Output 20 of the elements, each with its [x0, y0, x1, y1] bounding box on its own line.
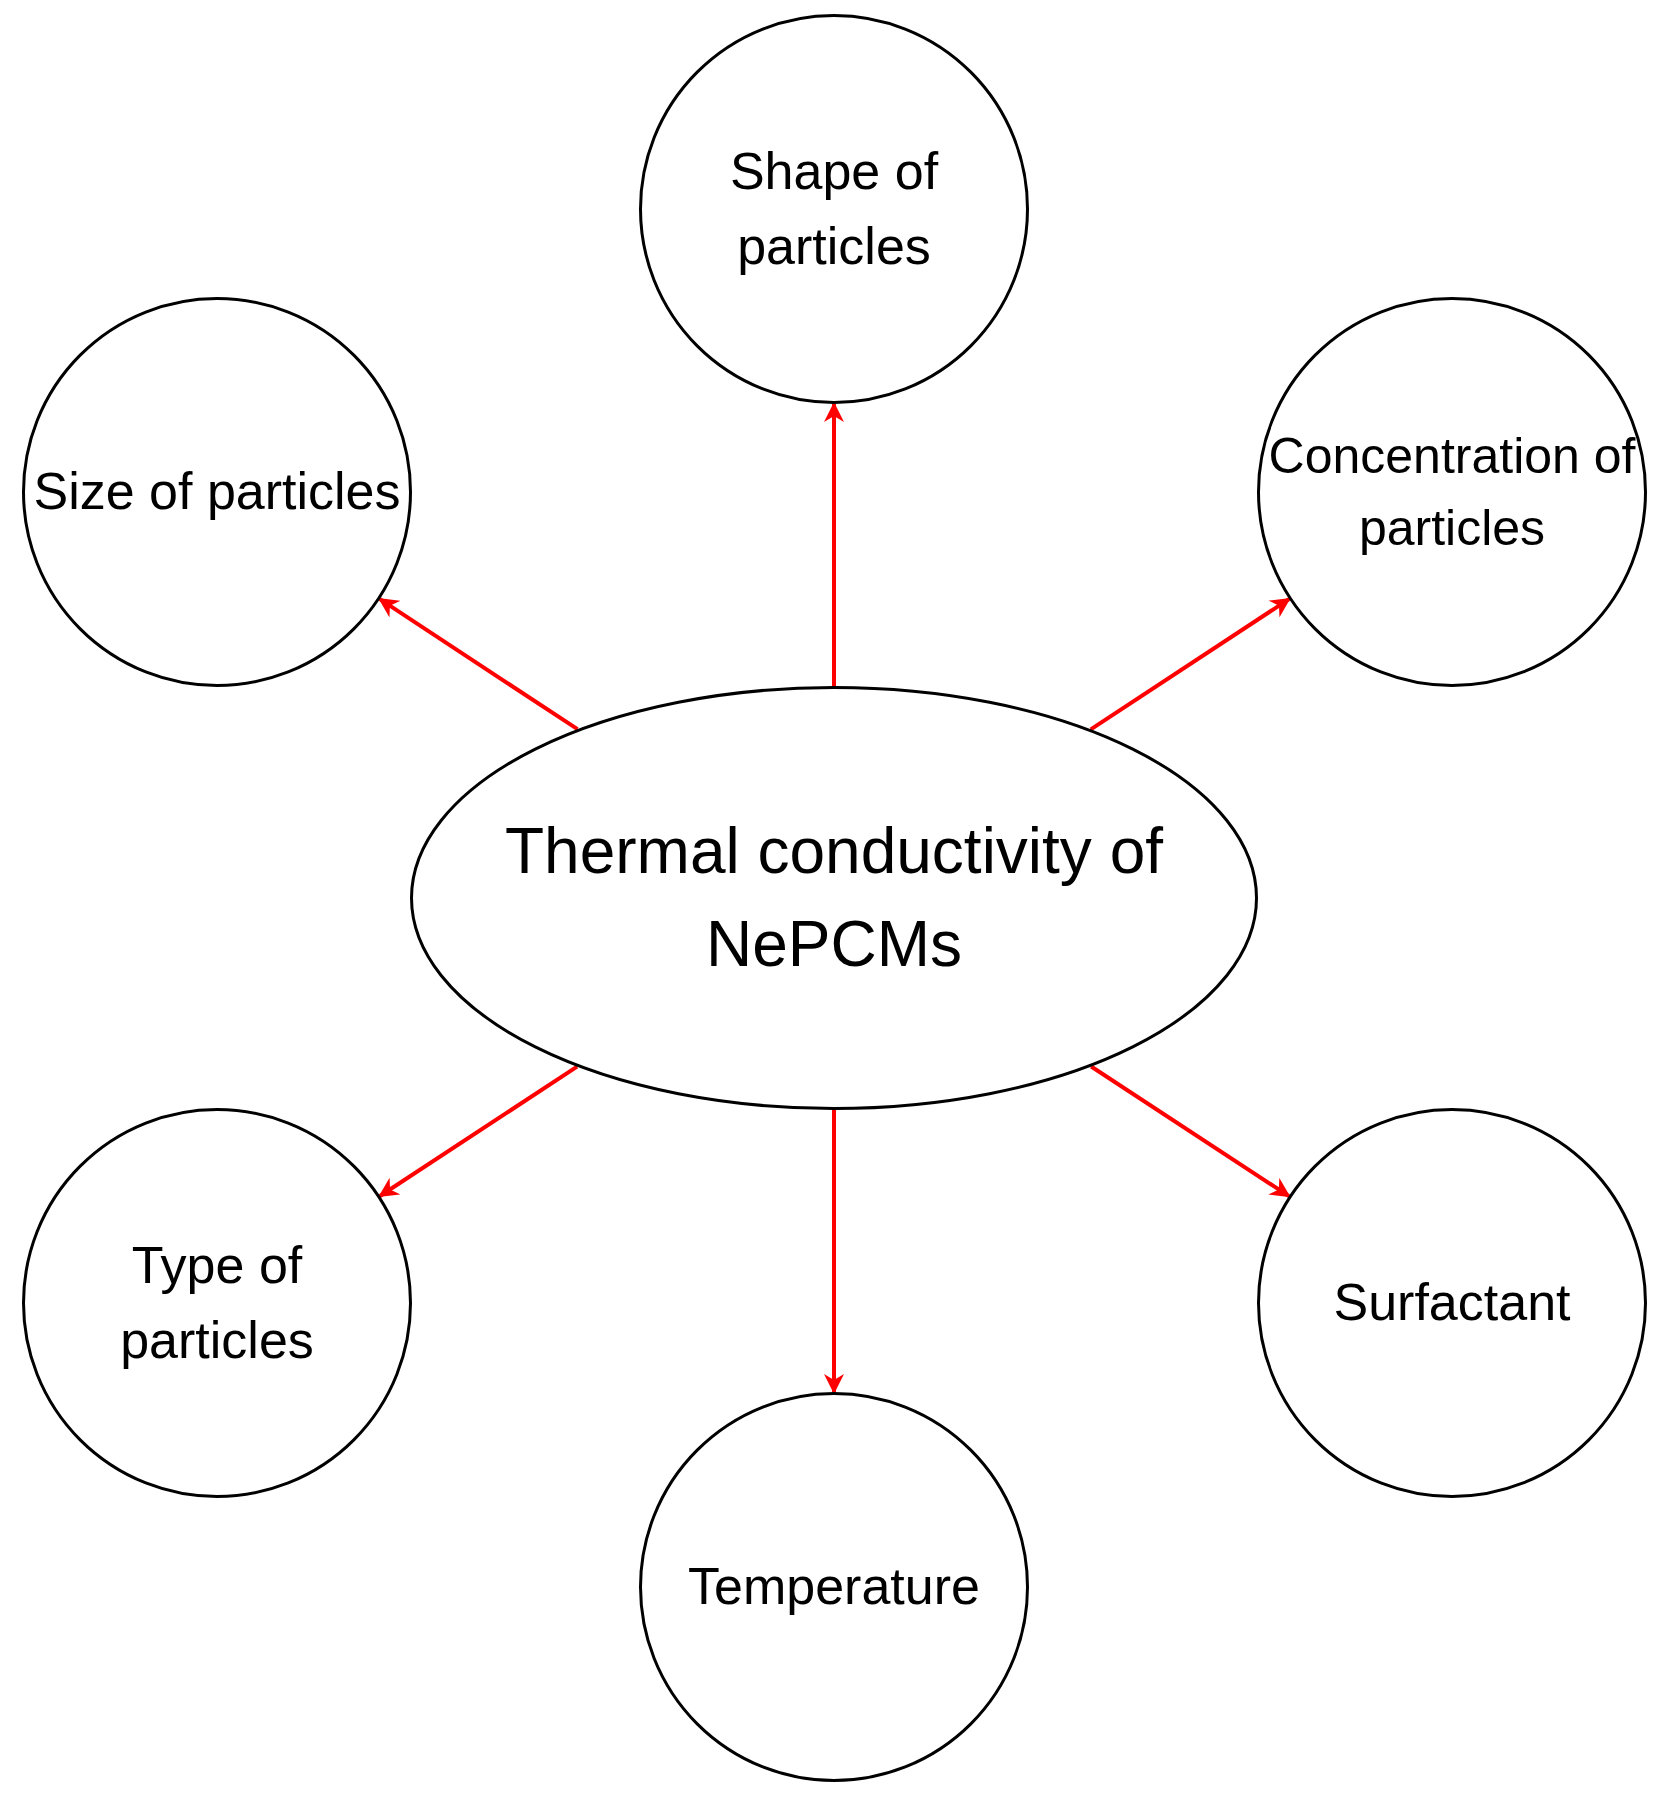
ellipse-node [410, 686, 1258, 1110]
circle-node [22, 1108, 412, 1498]
node-label: Size of particles [32, 461, 402, 523]
arrow [1089, 597, 1291, 731]
circle-node [639, 1392, 1029, 1782]
arrow [824, 1110, 844, 1394]
circle-node [1257, 1108, 1647, 1498]
circle-node [22, 297, 412, 687]
arrow [378, 597, 579, 731]
node-label: Thermal conductivity of NePCMs [504, 814, 1164, 982]
circle-node [639, 14, 1029, 404]
arrow [1090, 1064, 1291, 1198]
node-label: Temperature [687, 1556, 981, 1618]
arrow [824, 402, 844, 686]
node-label: Concentration of particles [1267, 426, 1637, 558]
circle-node [1257, 297, 1647, 687]
node-label: Surfactant [1332, 1272, 1572, 1334]
node-label: Type of particles [119, 1234, 315, 1371]
node-label: Shape of particles [728, 140, 940, 277]
arrow [378, 1064, 579, 1198]
